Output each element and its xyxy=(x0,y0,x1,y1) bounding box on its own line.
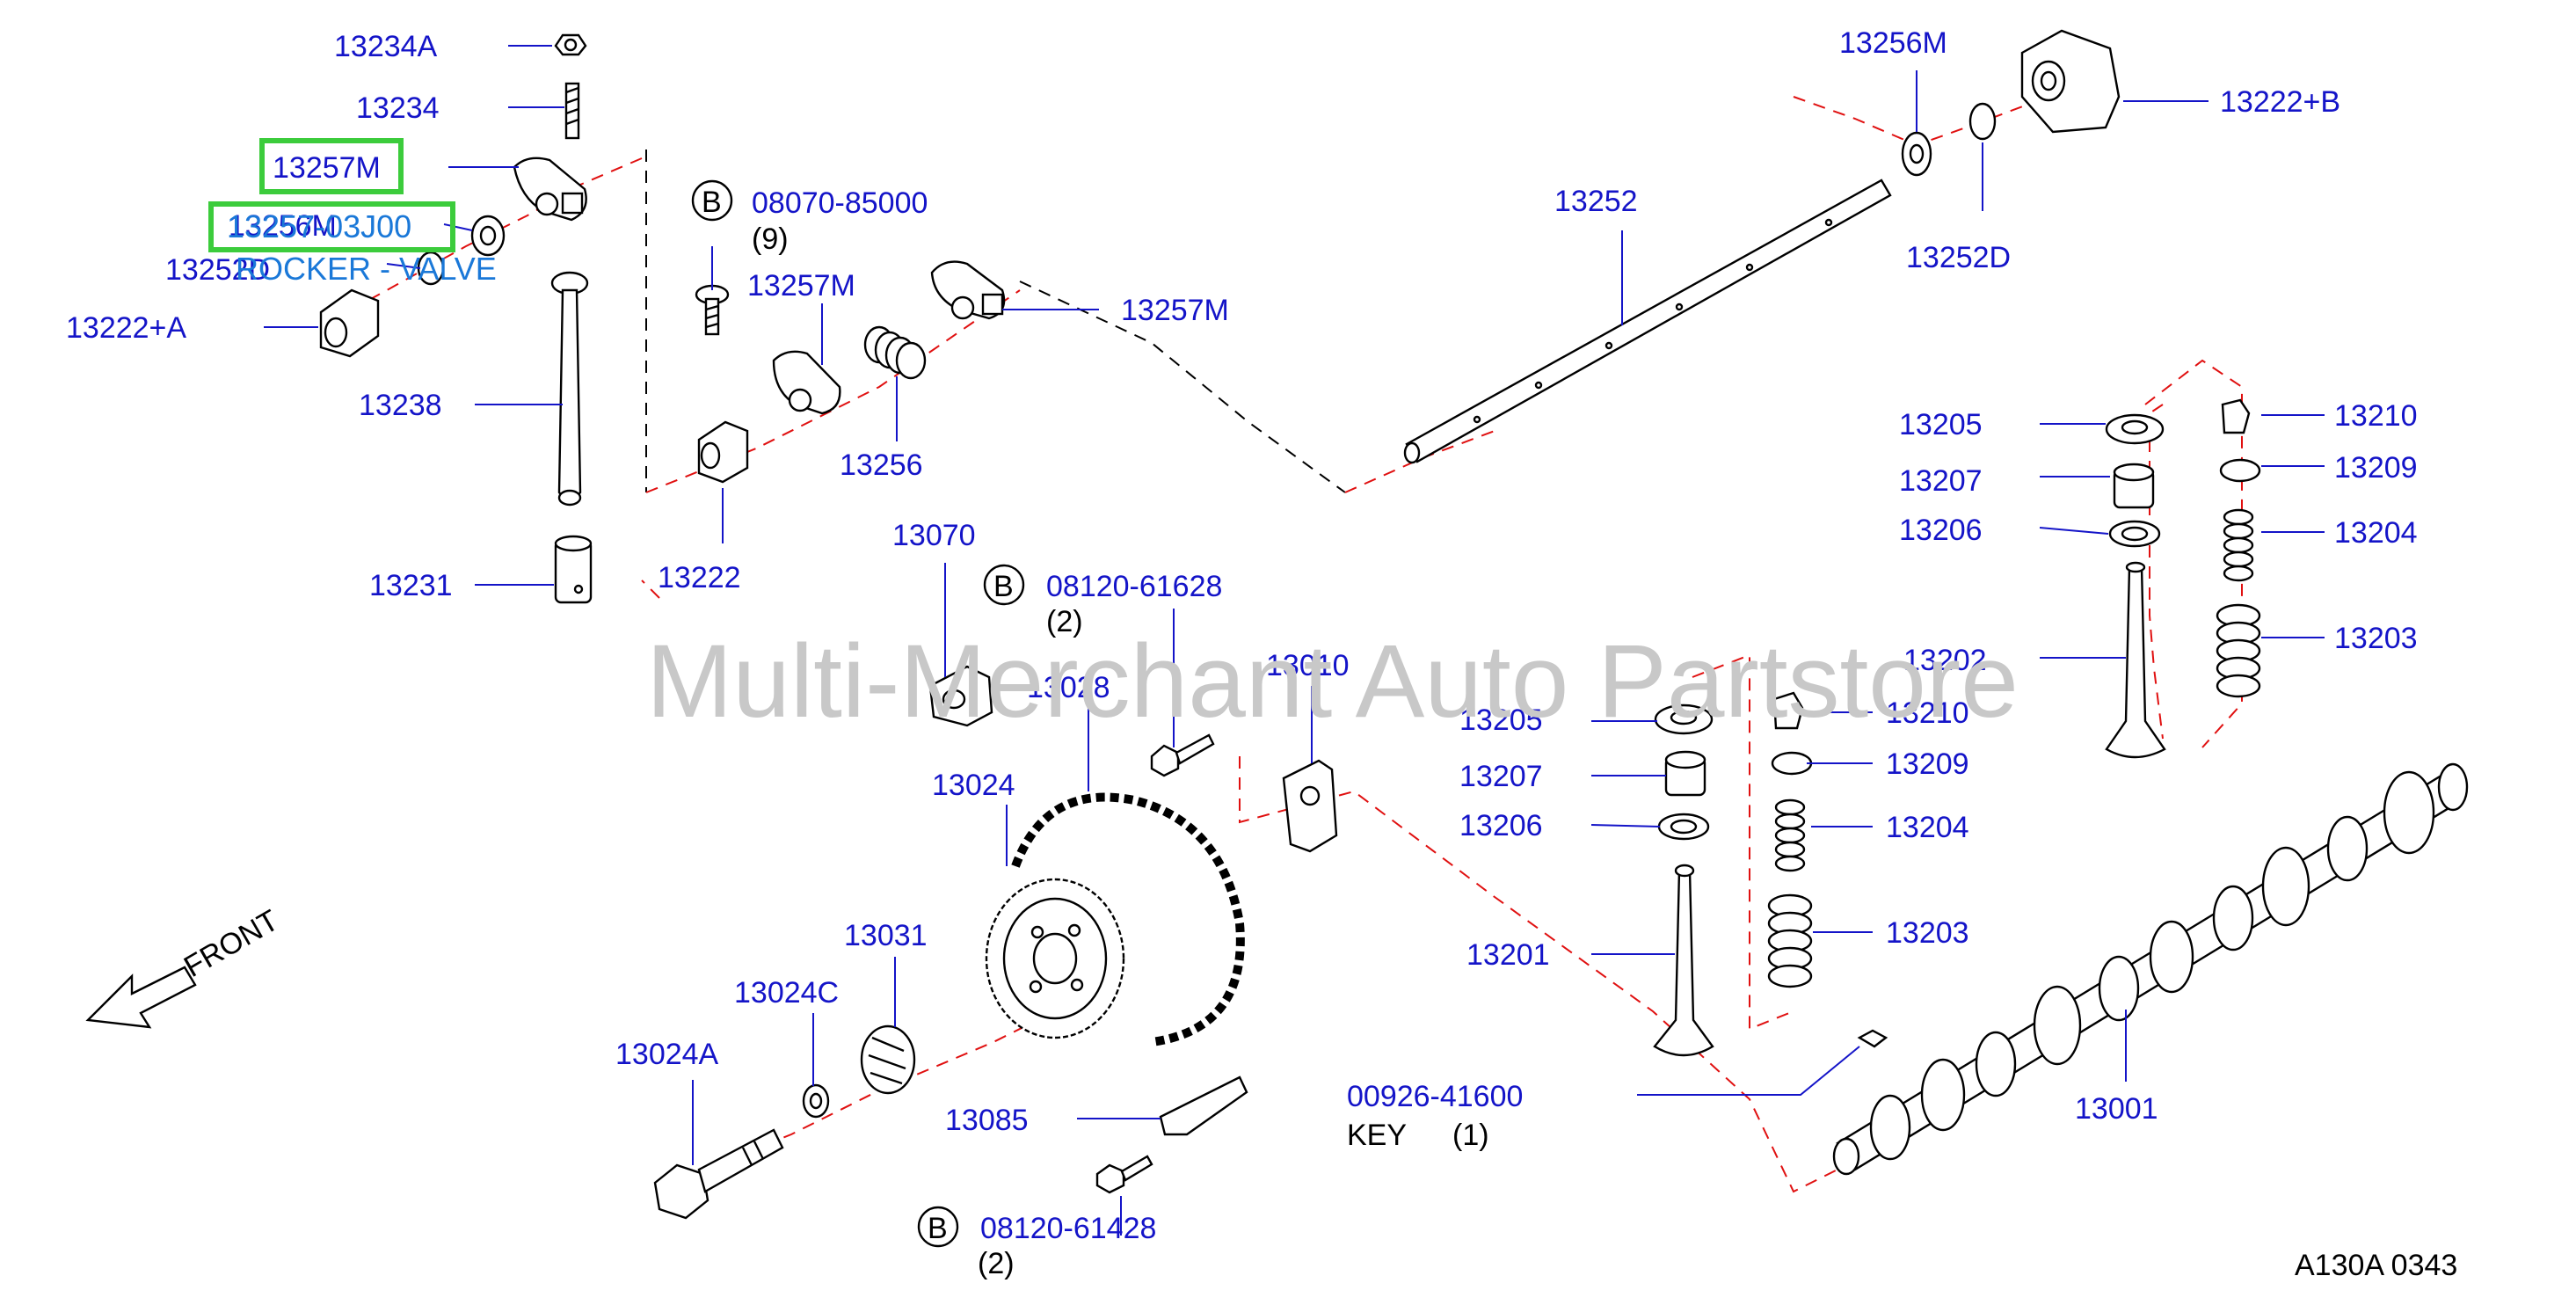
label-13234[interactable]: 13234 xyxy=(356,91,440,125)
label-13206-right[interactable]: 13206 xyxy=(1899,514,1983,547)
label-13256M-right[interactable]: 13256M xyxy=(1839,26,1947,60)
label-13222[interactable]: 13222 xyxy=(658,561,741,594)
label-13001[interactable]: 13001 xyxy=(2075,1092,2158,1126)
label-13031[interactable]: 13031 xyxy=(844,919,928,952)
nut-13234A xyxy=(554,33,587,56)
crank-gear-13031 xyxy=(860,1024,916,1095)
label-13207-middle[interactable]: 13207 xyxy=(1459,760,1543,793)
label-13024C[interactable]: 13024C xyxy=(734,976,839,1010)
label-13205-middle[interactable]: 13205 xyxy=(1459,704,1543,737)
bracket-13222B xyxy=(2020,29,2121,134)
label-13222A[interactable]: 13222+A xyxy=(66,311,186,345)
label-13085[interactable]: 13085 xyxy=(945,1104,1029,1137)
label-13010[interactable]: 13010 xyxy=(1266,649,1350,682)
label-13204-right[interactable]: 13204 xyxy=(2334,516,2418,550)
part-labels: 13234A 13234 13257M 13256M 13252D 13222+… xyxy=(66,26,2457,1282)
camshaft-13001 xyxy=(1832,762,2469,1176)
lifter-13231 xyxy=(554,535,593,604)
bolt-badges: B B B xyxy=(691,179,1025,1248)
watermark: Multi-Merchant Auto Partstore xyxy=(646,623,2019,740)
cam-sprocket-13024 xyxy=(985,878,1125,1039)
diagram-code: A130A 0343 xyxy=(2295,1249,2457,1282)
label-13257M-right[interactable]: 13257M xyxy=(1121,294,1229,327)
label-13256M[interactable]: 13256M xyxy=(229,209,337,243)
badge-b-08120a xyxy=(983,564,1025,606)
quantity-08070: (9) xyxy=(752,222,789,256)
label-13028[interactable]: 13028 xyxy=(1027,671,1110,704)
quantity-08120b: (2) xyxy=(978,1247,1015,1280)
parts xyxy=(85,29,2469,1220)
highlight-box-tooltip xyxy=(208,201,455,252)
bracket-13222 xyxy=(697,420,749,484)
label-13257M-highlighted[interactable]: 13257M xyxy=(273,151,381,185)
label-13203-right[interactable]: 13203 xyxy=(2334,622,2418,655)
valve-set-middle xyxy=(1653,691,1813,1057)
bolt-08120-61428 xyxy=(1095,1155,1153,1194)
front-arrow-icon xyxy=(85,966,197,1029)
label-13209-right[interactable]: 13209 xyxy=(2334,451,2418,485)
label-13206-middle[interactable]: 13206 xyxy=(1459,809,1543,842)
front-text: FRONT xyxy=(178,903,284,983)
tooltip-part-number: 13257-03J00 xyxy=(227,208,411,244)
key-00926-41600 xyxy=(1857,1029,1888,1048)
label-13252D[interactable]: 13252D xyxy=(165,253,270,287)
label-08120-61628[interactable]: 08120-61628 xyxy=(1046,570,1222,603)
bolt-08120-61628 xyxy=(1150,733,1215,777)
label-13234A[interactable]: 13234A xyxy=(334,30,438,63)
push-rod-13238 xyxy=(550,271,589,507)
label-13070[interactable]: 13070 xyxy=(892,519,976,552)
chain-guide-13085 xyxy=(1159,1075,1248,1136)
valve-set-right xyxy=(2105,398,2261,759)
label-13207-right[interactable]: 13207 xyxy=(1899,464,1983,498)
rocker-shaft-13252 xyxy=(1403,179,1892,464)
label-13209-middle[interactable]: 13209 xyxy=(1886,747,1969,781)
label-08070-85000[interactable]: 08070-85000 xyxy=(752,186,928,220)
label-13203-middle[interactable]: 13203 xyxy=(1886,916,1969,950)
key-text: KEY xyxy=(1347,1119,1407,1152)
label-13201[interactable]: 13201 xyxy=(1466,938,1550,972)
bracket-13222A xyxy=(319,288,380,358)
label-13024[interactable]: 13024 xyxy=(932,769,1015,802)
spring-13256 xyxy=(863,325,927,380)
badge-b-08070 xyxy=(691,179,733,222)
badge-b-08120b xyxy=(917,1206,959,1248)
label-13210-right[interactable]: 13210 xyxy=(2334,399,2418,433)
label-13256[interactable]: 13256 xyxy=(840,448,923,482)
label-13210-middle[interactable]: 13210 xyxy=(1886,696,1969,730)
rocker-arm-13257M-right xyxy=(930,260,1006,320)
highlight-box-label xyxy=(259,138,404,194)
label-13252D-right[interactable]: 13252D xyxy=(1906,241,2011,274)
label-13222B[interactable]: 13222+B xyxy=(2220,85,2340,119)
quantity-08120a: (2) xyxy=(1046,605,1083,638)
bolt-13024A xyxy=(653,1128,784,1220)
leader-lines xyxy=(264,45,2325,1236)
label-13202[interactable]: 13202 xyxy=(1903,644,1987,677)
badge-b-08120b-text: B xyxy=(928,1212,948,1245)
label-13238[interactable]: 13238 xyxy=(359,389,442,422)
tooltip-part-name: ROCKER - VALVE xyxy=(236,251,497,287)
chain-tensioner-13070 xyxy=(928,665,993,727)
badge-b-08120a-text: B xyxy=(993,570,1014,603)
timing-chain-13028 xyxy=(1011,792,1245,1046)
bolt-08070-85000 xyxy=(695,284,730,336)
label-00926-41600[interactable]: 00926-41600 xyxy=(1347,1080,1523,1113)
label-13204-middle[interactable]: 13204 xyxy=(1886,811,1969,844)
cover-plate-13010 xyxy=(1282,759,1338,853)
quantity-key: (1) xyxy=(1452,1119,1489,1152)
label-08120-61428[interactable]: 08120-61428 xyxy=(980,1212,1156,1245)
label-13252[interactable]: 13252 xyxy=(1554,185,1638,218)
badge-b-08070-text: B xyxy=(702,186,722,219)
label-13024A[interactable]: 13024A xyxy=(615,1038,719,1071)
rocker-arm-13257M-top-left xyxy=(513,157,587,222)
adjust-screw-13234 xyxy=(564,82,580,140)
label-13231[interactable]: 13231 xyxy=(369,569,453,602)
label-13205-right[interactable]: 13205 xyxy=(1899,408,1983,441)
rocker-arm-13257M-middle xyxy=(772,350,841,415)
label-13257M-middle[interactable]: 13257M xyxy=(747,269,855,303)
washer-13252D-right xyxy=(1968,102,1997,141)
